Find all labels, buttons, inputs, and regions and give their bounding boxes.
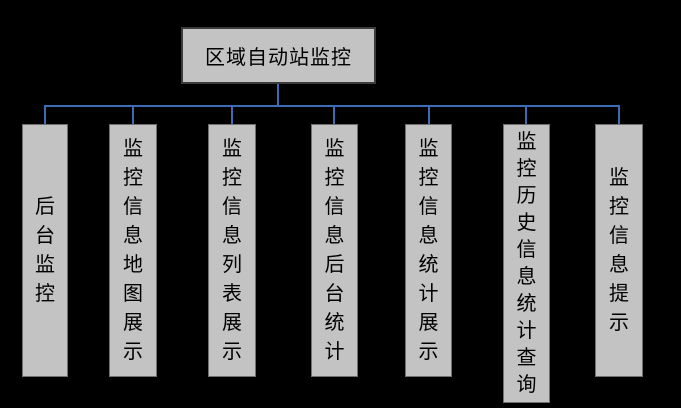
label-char: 信 xyxy=(123,196,143,218)
label-char: 监 xyxy=(609,167,629,189)
node-backend-monitoring: 后台监控 xyxy=(22,124,68,377)
label-char: 控 xyxy=(609,196,629,218)
node-label: 监控信息统计展示 xyxy=(419,139,439,362)
label-char: 展 xyxy=(418,312,439,334)
connector-drop-1 xyxy=(44,105,46,125)
label-char: 息 xyxy=(418,225,439,247)
label-char: 表 xyxy=(222,283,242,305)
label-char: 信 xyxy=(324,196,345,218)
node-label: 监控信息地图展示 xyxy=(123,139,143,362)
label-char: 示 xyxy=(609,312,629,334)
label-char: 控 xyxy=(222,167,242,189)
label-char: 信 xyxy=(222,196,242,218)
label-char: 提 xyxy=(609,283,629,305)
label-char: 控 xyxy=(418,167,439,189)
label-char: 控 xyxy=(324,167,345,189)
connector-horizontal-rail xyxy=(44,105,620,107)
label-char: 展 xyxy=(123,312,143,334)
label-char: 息 xyxy=(222,225,242,247)
node-history-query: 监控历史信息统计查询 xyxy=(503,124,550,403)
connector-drop-6 xyxy=(525,105,527,125)
node-backend-stats: 监控信息后台统计 xyxy=(311,124,358,377)
connector-drop-7 xyxy=(618,105,620,125)
label-char: 计 xyxy=(516,320,537,342)
label-char: 监 xyxy=(123,138,143,160)
label-char: 息 xyxy=(516,266,537,288)
label-char: 后 xyxy=(324,254,345,276)
root-node: 区域自动站监控 xyxy=(181,27,376,84)
node-label: 后台监控 xyxy=(35,197,55,304)
label-char: 展 xyxy=(222,312,242,334)
connector-drop-4 xyxy=(333,105,335,125)
connector-drop-3 xyxy=(231,105,233,125)
connector-root-stub xyxy=(277,84,279,107)
label-char: 示 xyxy=(123,341,143,363)
label-char: 监 xyxy=(418,138,439,160)
label-char: 列 xyxy=(222,254,242,276)
label-char: 后 xyxy=(35,196,55,218)
label-char: 地 xyxy=(123,254,143,276)
label-char: 史 xyxy=(516,212,537,234)
label-char: 示 xyxy=(418,341,439,363)
label-char: 控 xyxy=(516,158,537,180)
label-char: 监 xyxy=(324,138,345,160)
node-info-tips: 监控信息提示 xyxy=(595,124,643,377)
root-node-label: 区域自动站监控 xyxy=(205,47,352,69)
connector-drop-2 xyxy=(132,105,134,125)
label-char: 查 xyxy=(516,347,537,369)
label-char: 信 xyxy=(609,225,629,247)
label-char: 历 xyxy=(516,185,537,207)
label-char: 统 xyxy=(324,312,345,334)
label-char: 计 xyxy=(324,341,345,363)
label-char: 监 xyxy=(516,131,537,153)
label-char: 控 xyxy=(123,167,143,189)
label-char: 询 xyxy=(516,374,537,396)
label-char: 信 xyxy=(418,196,439,218)
label-char: 息 xyxy=(324,225,345,247)
label-char: 统 xyxy=(516,293,537,315)
label-char: 息 xyxy=(609,254,629,276)
label-char: 台 xyxy=(35,225,55,247)
node-map-display: 监控信息地图展示 xyxy=(109,124,157,377)
label-char: 示 xyxy=(222,341,242,363)
node-label: 监控信息后台统计 xyxy=(325,139,345,362)
label-char: 监 xyxy=(35,254,55,276)
node-label: 监控历史信息统计查询 xyxy=(517,132,537,395)
node-label: 监控信息列表展示 xyxy=(222,139,242,362)
node-label: 监控信息提示 xyxy=(609,168,629,333)
label-char: 图 xyxy=(123,283,143,305)
label-char: 台 xyxy=(324,283,345,305)
label-char: 息 xyxy=(123,225,143,247)
label-char: 监 xyxy=(222,138,242,160)
node-stats-display: 监控信息统计展示 xyxy=(405,124,452,377)
label-char: 计 xyxy=(418,283,439,305)
connector-drop-5 xyxy=(428,105,430,125)
node-list-display: 监控信息列表展示 xyxy=(208,124,256,377)
label-char: 控 xyxy=(35,283,55,305)
label-char: 信 xyxy=(516,239,537,261)
label-char: 统 xyxy=(418,254,439,276)
